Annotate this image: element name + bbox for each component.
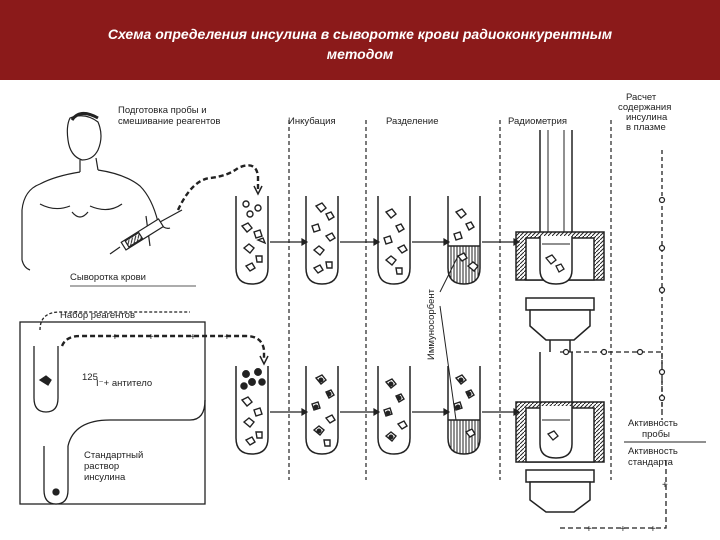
- standard-tube: [43, 446, 69, 505]
- svg-text:+: +: [148, 332, 154, 343]
- serum-label: Сыворотка крови: [70, 272, 146, 283]
- insulin-assay-diagram: Подготовка пробы и смешивание реагентов …: [19, 92, 706, 535]
- reagent-plus-marks: + + + +: [112, 332, 230, 343]
- sample-activity-line-2: пробы: [642, 429, 670, 440]
- reagent-transfer-path: [60, 334, 266, 360]
- immunosorbent-pointers: [439, 255, 459, 421]
- tube-lower-2: [305, 366, 339, 455]
- immunosorbent-label: Иммуносорбент: [426, 288, 437, 360]
- stage-calc-line-4: в плазме: [626, 122, 666, 133]
- tube-lower-4: [447, 366, 481, 455]
- signal-plus-marks: + + + +: [586, 480, 668, 535]
- stage-incubation: Инкубация: [288, 116, 336, 127]
- reagent-tube: [33, 346, 59, 413]
- svg-text:+: +: [224, 332, 230, 343]
- isotope-label: I⁻+ антитело: [96, 378, 152, 389]
- standard-label-line-1: Стандартный: [84, 450, 143, 461]
- reagent-arrow-head: [259, 355, 269, 366]
- gamma-counter-lower: [515, 352, 605, 513]
- sample-activity-line-1: Активность: [628, 418, 678, 429]
- gamma-counter-upper: [515, 130, 605, 352]
- slide-title-line-1: Схема определения инсулина в сыворотке к…: [107, 26, 613, 42]
- serum-transfer-path: [176, 164, 260, 211]
- isotope-superscript: 125: [82, 372, 98, 383]
- stage-calc-line-2: содержания: [618, 102, 671, 113]
- standard-connector: [67, 399, 206, 447]
- svg-text:+: +: [190, 332, 196, 343]
- svg-text:+: +: [586, 524, 592, 535]
- syringe: [109, 209, 183, 255]
- patient-figure: [21, 112, 171, 271]
- stage-radiometry: Радиометрия: [508, 116, 567, 127]
- standard-activity-line-2: стандарта: [628, 457, 674, 468]
- standard-label-line-3: инсулина: [84, 472, 126, 483]
- stage-preparation-line-2: смешивание реагентов: [118, 116, 220, 127]
- tube-upper-1: [235, 196, 269, 285]
- reagent-kit-box: [19, 321, 206, 505]
- svg-text:+: +: [662, 480, 668, 491]
- slide-title-line-2: методом: [326, 46, 394, 62]
- stage-separators: [288, 120, 612, 480]
- stage-preparation-line-1: Подготовка пробы и: [118, 105, 207, 116]
- svg-text:+: +: [650, 524, 656, 535]
- stage-separation: Разделение: [386, 116, 439, 127]
- title-banner: Схема определения инсулина в сыворотке к…: [0, 0, 720, 80]
- stage-calc-line-3: инсулина: [626, 112, 668, 123]
- reagent-kit-label: Набор реагентов: [60, 310, 135, 321]
- standard-label-line-2: раствор: [84, 461, 119, 472]
- stage-calc-line-1: Расчет: [626, 92, 657, 103]
- tube-lower-3: [377, 366, 411, 455]
- tube-upper-3: [377, 196, 411, 285]
- slide-title: Схема определения инсулина в сыворотке к…: [0, 24, 720, 64]
- standard-activity-line-1: Активность: [628, 446, 678, 457]
- tube-lower-1: [235, 366, 269, 455]
- svg-text:+: +: [112, 332, 118, 343]
- reagent-kit-connector: [39, 311, 190, 331]
- signal-nodes: [562, 196, 666, 402]
- serum-arrow-head: [253, 185, 263, 196]
- tube-upper-2: [305, 196, 339, 285]
- tube-upper-4: [447, 196, 481, 285]
- svg-text:+: +: [620, 524, 626, 535]
